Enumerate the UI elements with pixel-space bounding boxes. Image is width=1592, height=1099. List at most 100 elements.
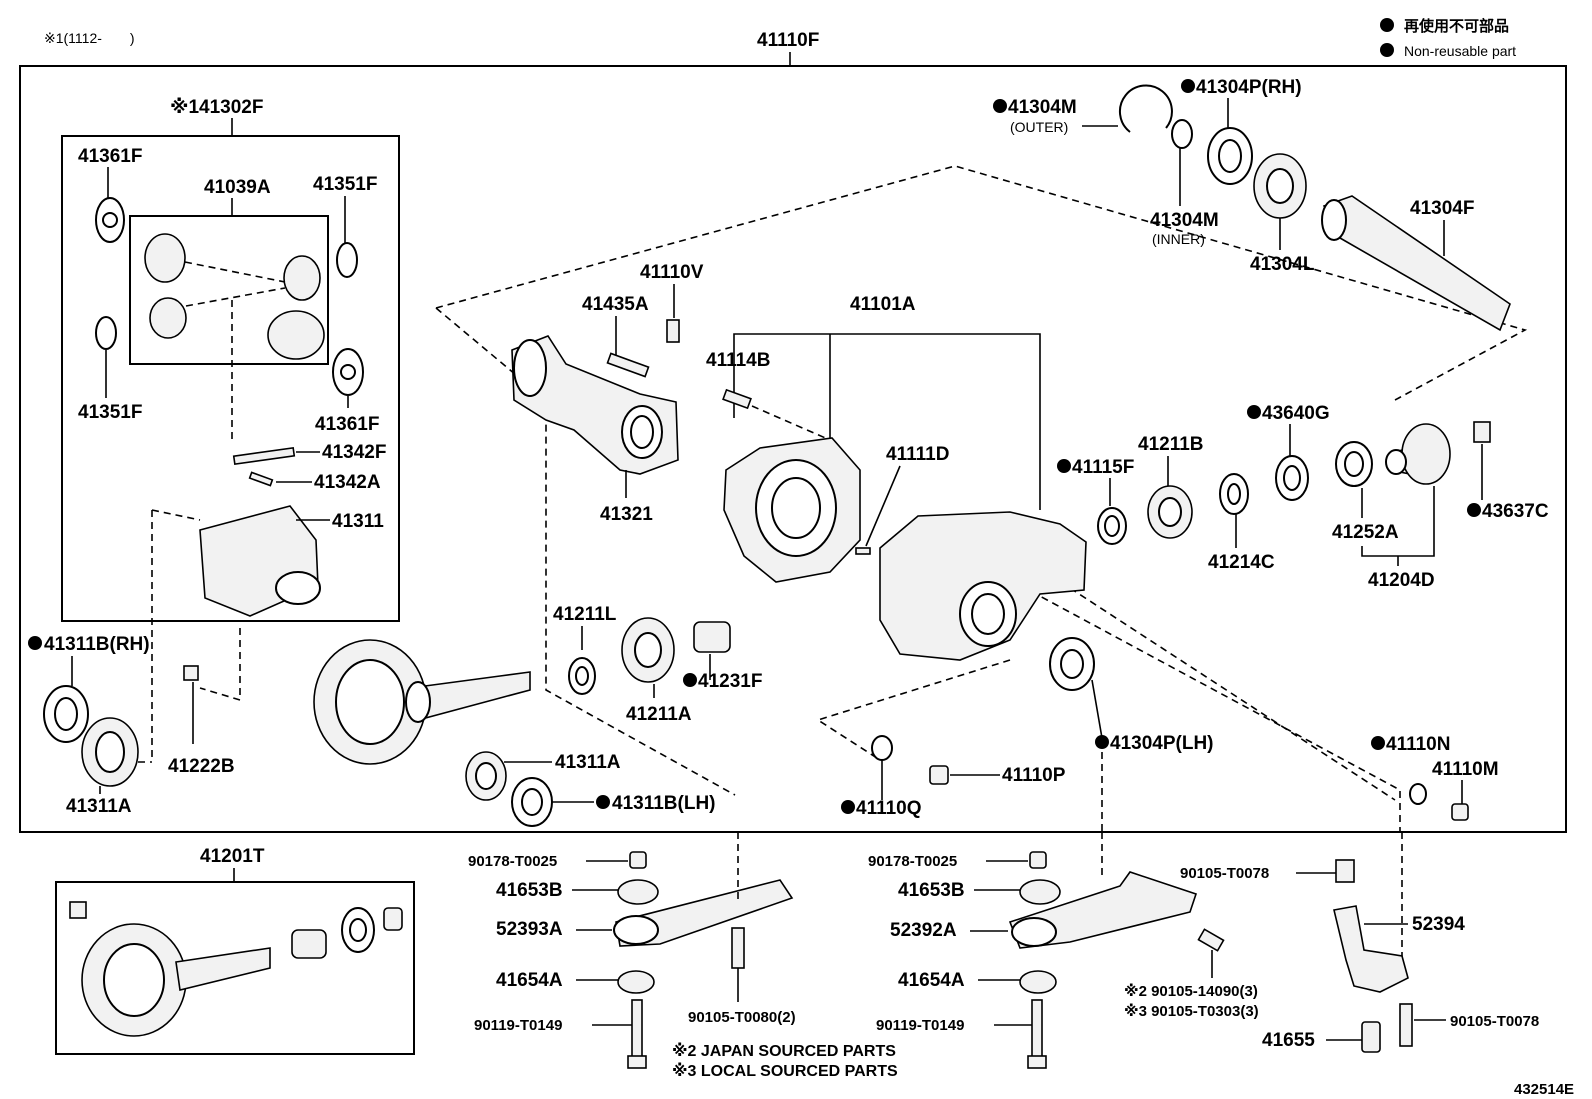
bolt-part (731, 927, 745, 969)
label-90178-left[interactable]: 90178-T0025 (468, 853, 557, 870)
label-41304M-outer[interactable]: 41304M (1008, 97, 1077, 118)
label-41304L[interactable]: 41304L (1250, 254, 1315, 275)
spacer-sleeve-part (693, 621, 731, 653)
figure-number: 432514E (1514, 1081, 1574, 1098)
label-41201T[interactable]: 41201T (200, 846, 265, 867)
label-90105-14090[interactable]: ※2 90105-14090(3) (1124, 982, 1258, 1000)
side-gear-part (267, 310, 325, 360)
label-52394[interactable]: 52394 (1412, 914, 1465, 935)
label-41654A-right[interactable]: 41654A (898, 970, 965, 991)
label-41304P-LH[interactable]: 41304P(LH) (1110, 733, 1214, 754)
label-41214C[interactable]: 41214C (1208, 552, 1275, 573)
bolt-part (1335, 859, 1355, 883)
label-41110M[interactable]: 41110M (1432, 759, 1499, 780)
assembly-frame (19, 65, 1567, 833)
label-41110N[interactable]: 41110N (1386, 734, 1450, 755)
label-90105-T0078-upper[interactable]: 90105-T0078 (1180, 865, 1269, 882)
label-41654A-left[interactable]: 41654A (496, 970, 563, 991)
ring-pinion-kit-box (55, 881, 415, 1055)
label-41110Q[interactable]: 41110Q (856, 798, 922, 819)
label-41342A[interactable]: 41342A (314, 472, 381, 493)
label-41361F-upper[interactable]: 41361F (78, 146, 142, 167)
thrust-washer-part (336, 242, 358, 278)
label-90105-T0303[interactable]: ※3 90105-T0303(3) (1124, 1002, 1259, 1020)
bolt-part (722, 388, 752, 410)
label-41655[interactable]: 41655 (1262, 1030, 1315, 1051)
label-41110P[interactable]: 41110P (1002, 765, 1066, 786)
label-41039A[interactable]: 41039A (204, 177, 271, 198)
bolt-part (631, 999, 643, 1059)
label-90119-left[interactable]: 90119-T0149 (474, 1017, 562, 1034)
label-41222B[interactable]: 41222B (168, 756, 235, 777)
label-41101A[interactable]: 41101A (850, 294, 916, 315)
label-41304F[interactable]: 41304F (1410, 198, 1474, 219)
cushion-part (617, 970, 655, 994)
label-41351F-upper[interactable]: 41351F (313, 174, 377, 195)
label-41304M-inner[interactable]: 41304M (1150, 210, 1219, 231)
label-41653B-left[interactable]: 41653B (496, 880, 563, 901)
label-41653B-right[interactable]: 41653B (898, 880, 965, 901)
label-inner: (INNER) (1152, 231, 1205, 247)
label-41302F[interactable]: ※141302F (170, 97, 263, 118)
legend-jp: 再使用不可部品 (1404, 17, 1509, 35)
nut-part (1473, 421, 1491, 443)
breather-plug-part (666, 319, 680, 343)
label-41435A[interactable]: 41435A (582, 294, 649, 315)
label-41311A-right[interactable]: 41311A (555, 752, 621, 773)
thrust-washer-part (95, 316, 117, 350)
label-41311B-LH[interactable]: 41311B(LH) (612, 793, 716, 814)
label-43637C[interactable]: 43637C (1482, 501, 1549, 522)
group-outline (435, 165, 1528, 401)
cushion-part (1019, 970, 1057, 994)
label-41361F-lower[interactable]: 41361F (315, 414, 379, 435)
pin-part (248, 471, 274, 487)
label-41351F-lower[interactable]: 41351F (78, 402, 142, 423)
label-52393A[interactable]: 52393A (496, 919, 563, 940)
pinion-kit-box (129, 215, 329, 365)
bracket-part (1333, 905, 1409, 993)
bolt-part (69, 901, 87, 919)
label-41321[interactable]: 41321 (600, 504, 653, 525)
nut-part (383, 907, 403, 931)
legend-en: Non-reusable part (1404, 43, 1516, 59)
label-41342F[interactable]: 41342F (322, 442, 386, 463)
note-local-sourced: ※3 LOCAL SOURCED PARTS (672, 1062, 898, 1080)
label-41311A-left[interactable]: 41311A (66, 796, 132, 817)
group-outline (435, 307, 736, 796)
group-outline (1009, 579, 1401, 832)
label-41114B[interactable]: 41114B (706, 350, 770, 371)
label-90178-right[interactable]: 90178-T0025 (868, 853, 957, 870)
torque-rod-part (615, 879, 794, 947)
pinion-shaft-part (232, 446, 296, 466)
dowel-pin-part (855, 547, 871, 555)
plug-part (1451, 803, 1469, 821)
snap-ring-part (1118, 84, 1173, 133)
label-41252A[interactable]: 41252A (1332, 522, 1399, 543)
label-41231F[interactable]: 41231F (698, 671, 762, 692)
stud-bolt-part (606, 352, 650, 378)
pinion-gear-part (149, 297, 187, 339)
label-41311B-RH[interactable]: 41311B(RH) (44, 634, 150, 655)
label-41115F[interactable]: 41115F (1072, 457, 1134, 478)
label-41304P-RH[interactable]: 41304P(RH) (1196, 77, 1302, 98)
label-41211A[interactable]: 41211A (626, 704, 692, 725)
label-52392A[interactable]: 52392A (890, 920, 957, 941)
label-90119-right[interactable]: 90119-T0149 (876, 1017, 964, 1034)
label-43640G[interactable]: 43640G (1262, 403, 1330, 424)
label-41311[interactable]: 41311 (332, 511, 384, 532)
label-41110V[interactable]: 41110V (640, 262, 704, 283)
label-41111D[interactable]: 41111D (886, 444, 949, 465)
assembly-number[interactable]: 41110F (757, 30, 819, 51)
bolt-part (183, 665, 199, 681)
label-41204D[interactable]: 41204D (1368, 570, 1435, 591)
plug-part (929, 765, 949, 785)
nut-part (629, 851, 647, 869)
label-41211B[interactable]: 41211B (1138, 434, 1204, 455)
label-90105-T0080[interactable]: 90105-T0080(2) (688, 1009, 796, 1026)
cushion-part (617, 879, 659, 905)
note-code: ※1(1112- ) (44, 30, 135, 46)
non-reusable-bullet-icon (1380, 43, 1394, 57)
label-41211L[interactable]: 41211L (553, 604, 617, 625)
snap-ring-part (1171, 119, 1193, 149)
label-90105-T0078-lower[interactable]: 90105-T0078 (1450, 1013, 1539, 1030)
